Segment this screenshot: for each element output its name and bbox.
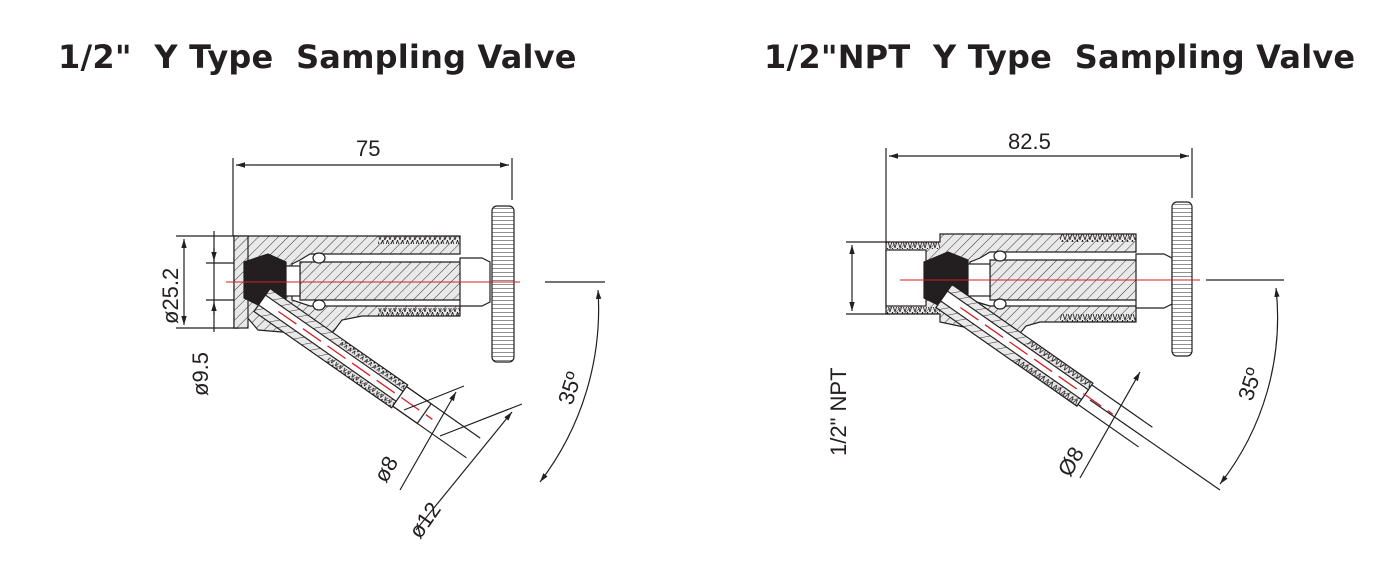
left-valve-title: 1/2" Y Type Sampling Valve bbox=[58, 38, 577, 76]
left-angle-label: 35º bbox=[553, 369, 587, 408]
left-outlet-outer-dim bbox=[415, 411, 513, 531]
right-handwheel bbox=[1171, 201, 1193, 357]
right-valve-drawing bbox=[846, 148, 1284, 491]
left-outlet-inner-label: ø8 bbox=[369, 452, 403, 487]
left-valve-drawing bbox=[176, 158, 605, 531]
left-length-label: 75 bbox=[356, 136, 380, 161]
right-valve-title: 1/2"NPT Y Type Sampling Valve bbox=[764, 38, 1356, 76]
left-bore-dia-label: ø9.5 bbox=[188, 352, 213, 396]
left-body-dia-label: ø25.2 bbox=[158, 268, 183, 324]
right-thread-label: 1/2" NPT bbox=[826, 367, 851, 456]
right-length-label: 82.5 bbox=[1008, 129, 1051, 154]
left-handwheel bbox=[491, 205, 515, 363]
right-angle-label: 35º bbox=[1233, 365, 1267, 404]
right-outlet-inner-dim bbox=[1079, 371, 1141, 479]
right-outlet-inner-label: Ø8 bbox=[1053, 443, 1089, 481]
left-outlet-inner-dim bbox=[399, 391, 457, 491]
left-outlet-outer-label: ø12 bbox=[404, 497, 446, 542]
right-angle-arc bbox=[1219, 287, 1280, 485]
left-angle-arc bbox=[539, 289, 602, 483]
